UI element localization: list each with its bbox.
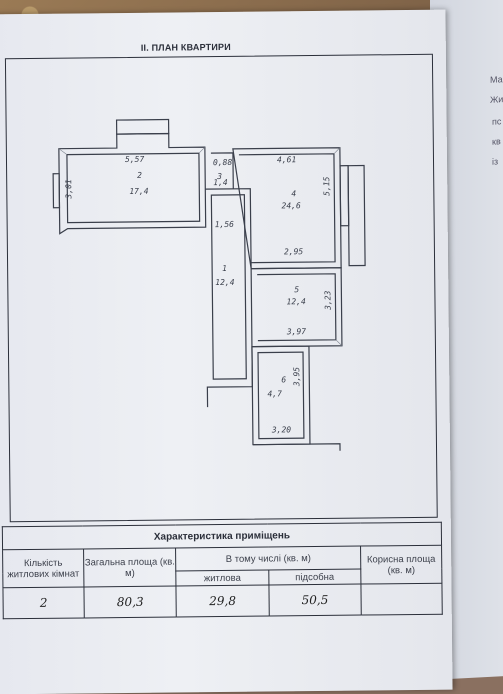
- room-5-side: 3,23: [323, 290, 332, 311]
- room-5-area: 12,4: [286, 297, 306, 306]
- next-page-fragment: із: [492, 156, 499, 167]
- window-room-4: [339, 165, 350, 227]
- room-3-number: 3: [216, 172, 222, 181]
- room-2-dimension: 5,57: [125, 155, 145, 164]
- value-rooms: 2: [2, 586, 85, 619]
- floor-plan-frame: 5,57 2 17,4 3,01 0,88 3 1,4 4,61 4 24,6 …: [4, 53, 438, 523]
- characteristics-table: Характеристика приміщень Кількість житло…: [2, 522, 443, 620]
- header-useful-area: Корисна площа (кв. м): [360, 545, 442, 585]
- entrance-wall: [252, 443, 341, 451]
- room-4-top-dimension: 4,61: [277, 155, 296, 164]
- value-auxiliary-area: 50,5: [268, 584, 362, 617]
- room-4-number: 4: [291, 189, 296, 198]
- room-6-bottom-dimension: 3,20: [271, 425, 292, 434]
- room-4-inner: [238, 153, 336, 264]
- room-1-inner: [210, 194, 247, 380]
- next-page-fragment: Жи: [490, 94, 503, 105]
- next-page-fragment: пс: [492, 116, 502, 127]
- room-5-inner: [257, 273, 337, 342]
- room-6-number: 6: [281, 375, 286, 384]
- next-page-fragment: Ма: [490, 74, 503, 85]
- value-useful-area: [360, 583, 443, 616]
- document-sheet: II. ПЛАН КВАРТИРИ: [0, 9, 453, 694]
- room-4-side: 5,15: [322, 176, 331, 196]
- room-3-area: 1,4: [213, 178, 228, 187]
- room-6-side: 3,95: [292, 367, 301, 388]
- value-living-area: 29,8: [176, 585, 269, 617]
- room-1-number: 1: [222, 264, 227, 273]
- floor-plan: 5,57 2 17,4 3,01 0,88 3 1,4 4,61 4 24,6 …: [52, 118, 366, 451]
- room-5-number: 5: [294, 285, 299, 294]
- room-1-dimension: 1,56: [215, 220, 235, 229]
- room-4-area: 24,6: [281, 201, 301, 210]
- balcony-outline: [115, 118, 170, 135]
- header-including: В тому числі (кв. м): [175, 546, 361, 571]
- room-1-area: 12,4: [215, 278, 235, 287]
- header-rooms: Кількість житлових кімнат: [2, 548, 84, 588]
- window-left: [52, 173, 61, 209]
- balcony-right: [347, 164, 366, 267]
- next-page-fragment: кв: [492, 136, 501, 147]
- section-title: II. ПЛАН КВАРТИРИ: [140, 41, 231, 53]
- room-3-dimension: 0,88: [213, 158, 233, 167]
- header-total-area: Загальна площа (кв. м): [83, 547, 177, 587]
- room-2-inner: [66, 152, 201, 224]
- room-2-area: 17,4: [129, 187, 149, 196]
- room-6-area: 4,7: [267, 389, 282, 398]
- room-2-number: 2: [137, 171, 142, 180]
- room-6-inner: [257, 351, 305, 440]
- room-5-bottom-dimension: 3,97: [286, 327, 307, 336]
- room-4-bottom-dimension: 2,95: [284, 247, 304, 256]
- value-total-area: 80,3: [83, 585, 177, 618]
- header-auxiliary: підсобна: [268, 569, 361, 586]
- room-2-wall: [58, 132, 207, 235]
- header-living: житлова: [176, 570, 269, 586]
- room-2-side: 3,01: [64, 179, 73, 199]
